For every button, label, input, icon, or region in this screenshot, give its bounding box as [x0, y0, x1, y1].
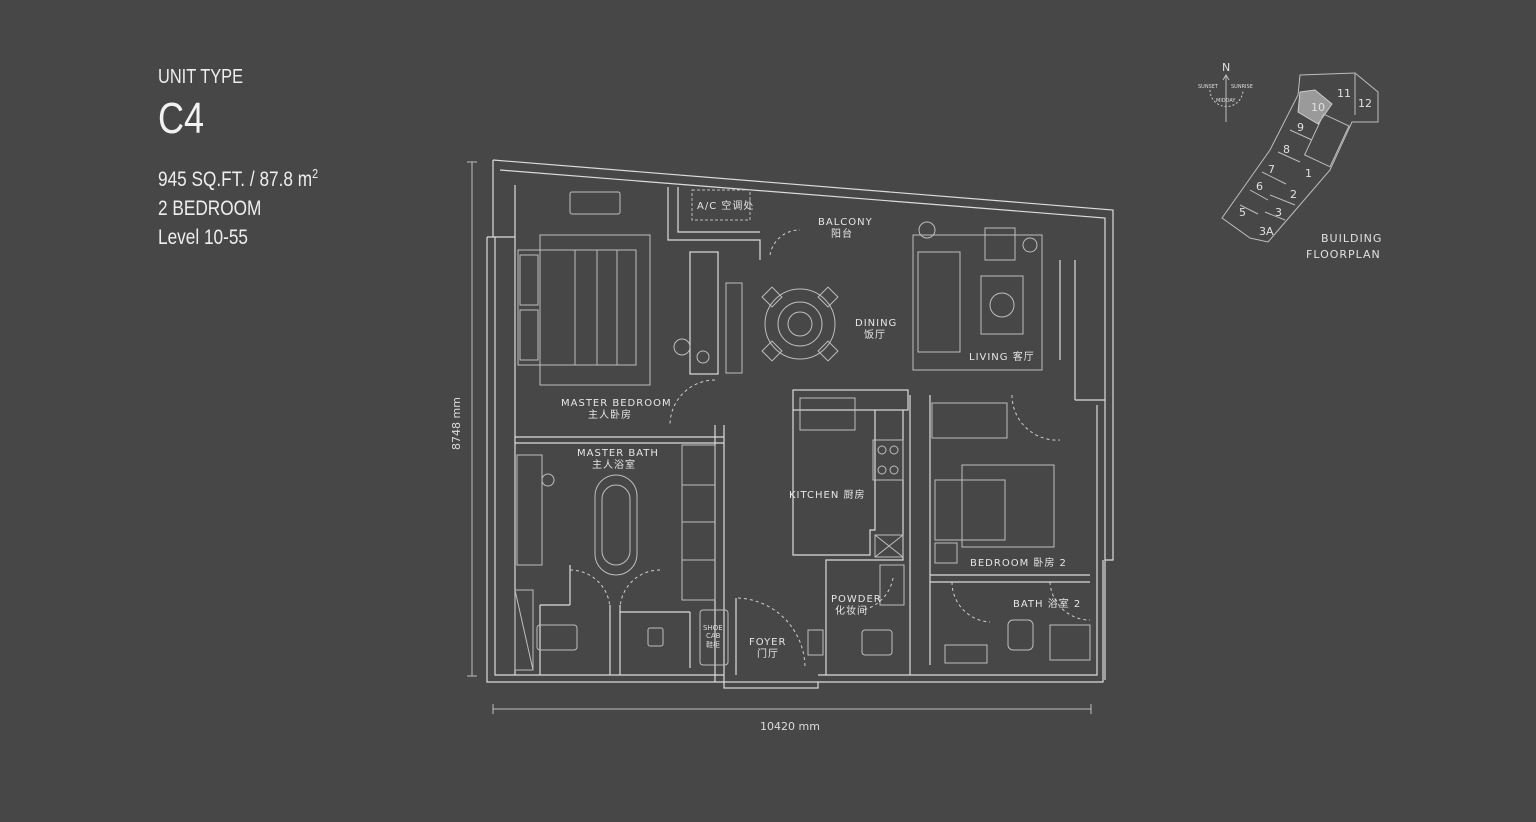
master-bed — [539, 234, 651, 386]
unit-3a: 3A — [1259, 225, 1274, 238]
key-plan-title-1: BUILDING — [1321, 232, 1382, 245]
label-master-bedroom: MASTER BEDROOM — [561, 398, 672, 409]
unit-area: 945 SQ.FT. / 87.8 m2 — [158, 159, 318, 194]
label-shoe-cab-2: CAB — [706, 632, 721, 640]
label-bath2: BATH 浴室 2 — [1013, 597, 1081, 610]
label-ac-ledge: A/C 空调处 — [697, 199, 754, 212]
compass-sunrise: SUNRISE — [1231, 84, 1253, 90]
bedroom2-bed — [961, 464, 1055, 548]
height-dimension-label: 8748 mm — [450, 397, 463, 450]
width-dimension-label: 10420 mm — [760, 720, 820, 733]
label-living: LIVING 客厅 — [969, 350, 1035, 363]
unit-6: 6 — [1256, 180, 1263, 193]
unit-2: 2 — [1290, 188, 1297, 201]
unit-3: 3 — [1275, 206, 1282, 219]
compass-icon: N SUNSET SUNRISE MIDDAY — [1198, 61, 1253, 122]
label-master-bath-cn: 主人浴室 — [592, 458, 636, 471]
label-balcony: BALCONY — [818, 217, 873, 228]
door-swings — [569, 229, 1091, 675]
unit-code: C4 — [158, 94, 205, 143]
unit-12: 12 — [1358, 97, 1372, 110]
unit-1: 1 — [1305, 167, 1312, 180]
dining-table — [761, 286, 839, 362]
compass-midday: MIDDAY — [1216, 98, 1236, 104]
unit-area-text: 945 SQ.FT. / 87.8 m — [158, 168, 313, 191]
unit-7: 7 — [1268, 163, 1275, 176]
dimension-width: 10420 mm — [492, 704, 1092, 733]
unit-10: 10 — [1311, 101, 1325, 114]
coffee-table — [980, 275, 1024, 335]
unit-area-sup: 2 — [312, 166, 319, 181]
label-master-bedroom-cn: 主人卧房 — [588, 408, 632, 421]
label-master-bath: MASTER BATH — [577, 448, 659, 459]
vanity — [516, 454, 543, 566]
label-powder-cn: 化妆间 — [835, 604, 868, 617]
label-shoe-cab: SHOE — [703, 624, 723, 632]
shoe-cabinet — [699, 609, 729, 666]
unit-9: 9 — [1297, 121, 1304, 134]
unit-bedrooms: 2 BEDROOM — [158, 197, 262, 220]
vanity-console — [569, 191, 621, 215]
building-key-plan: N SUNSET SUNRISE MIDDAY 10 11 12 9 8 7 1… — [1198, 61, 1382, 261]
label-powder: POWDER — [831, 594, 882, 605]
label-dining: DINING — [855, 318, 897, 329]
unit-info: UNIT TYPE C4 945 SQ.FT. / 87.8 m2 2 BEDR… — [158, 66, 318, 252]
label-bedroom2: BEDROOM 卧房 2 — [970, 556, 1067, 569]
label-dining-cn: 饭厅 — [864, 329, 886, 341]
outer-walls — [486, 159, 1114, 689]
label-balcony-cn: 阳台 — [831, 227, 853, 240]
armchair — [984, 227, 1016, 261]
unit-type-label: UNIT TYPE — [158, 66, 244, 88]
unit-11: 11 — [1337, 87, 1351, 100]
unit-8: 8 — [1283, 143, 1290, 156]
room-labels: MASTER BEDROOM 主人卧房 MASTER BATH 主人浴室 A/C… — [561, 199, 1081, 660]
key-plan-title-2: FLOORPLAN — [1306, 248, 1381, 261]
compass-north: N — [1222, 61, 1230, 74]
label-kitchen: KITCHEN 厨房 — [789, 488, 866, 501]
label-foyer: FOYER — [749, 637, 786, 648]
sofa — [917, 251, 961, 353]
label-foyer-cn: 门厅 — [757, 647, 779, 660]
unit-5: 5 — [1239, 206, 1246, 219]
bathtub — [594, 474, 638, 576]
living-rug — [912, 234, 1043, 371]
bedroom2-wardrobe — [931, 402, 1008, 439]
unit-levels: Level 10-55 — [158, 226, 248, 249]
furniture — [514, 189, 1091, 671]
compass-sunset: SUNSET — [1198, 84, 1219, 90]
dimension-height: 8748 mm — [450, 161, 477, 677]
label-shoe-cab-cn: 鞋柜 — [706, 640, 720, 649]
